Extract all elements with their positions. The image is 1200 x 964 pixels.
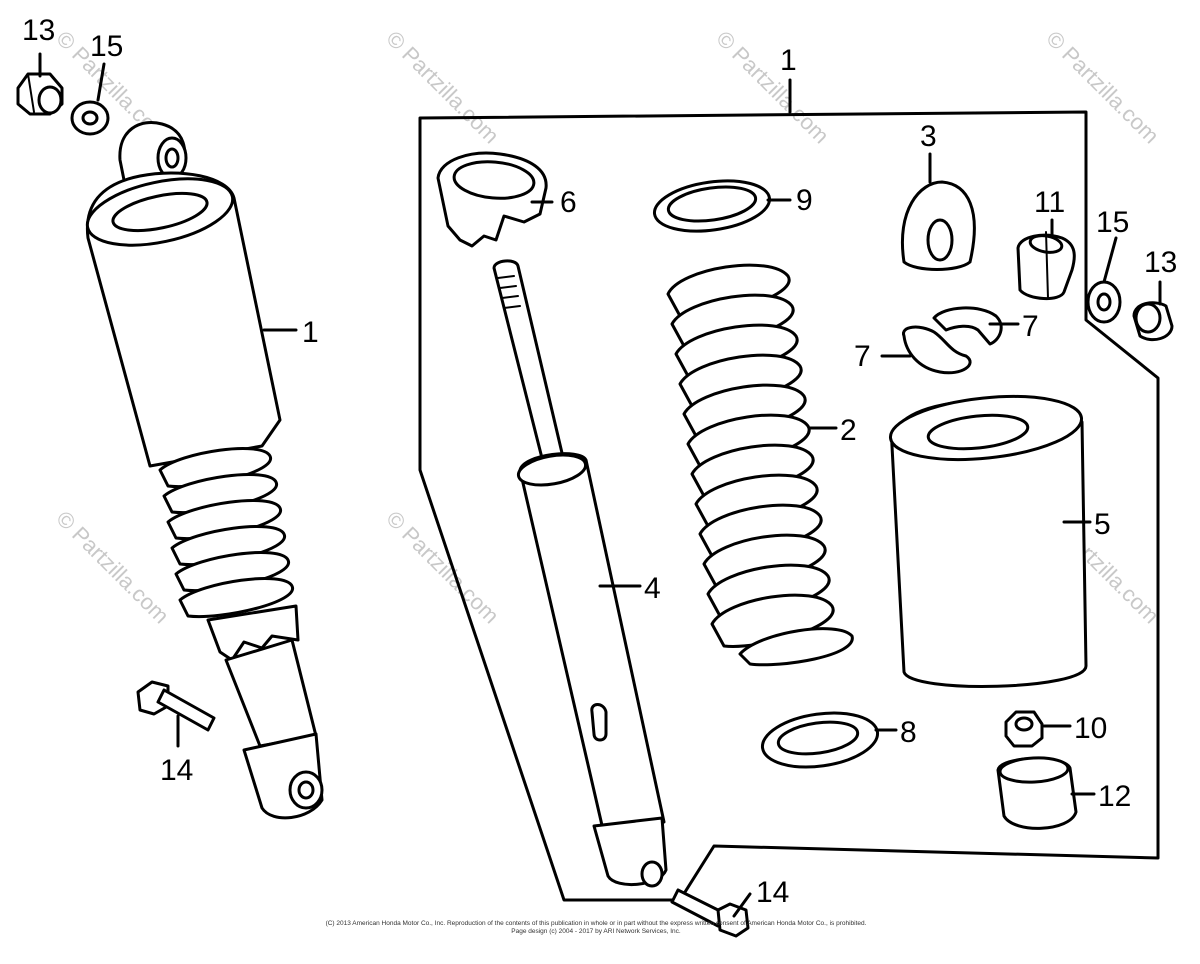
callout-bottom-14: 14 [756,876,789,909]
callout-left-14: 14 [160,754,193,787]
leader-lines [38,52,1162,918]
watermark: © Partzilla.com [381,26,504,149]
watermark: © Partzilla.com [381,506,504,629]
callout-part-6: 6 [560,186,577,219]
part-11-collar [1016,231,1076,300]
assembly-group-outline [418,110,1160,902]
callout-left-15: 15 [90,30,123,63]
callout-part-7a: 7 [1022,310,1039,343]
part-6-shape [436,151,548,248]
part-7-collets [902,306,1003,375]
callout-part-7b: 7 [854,340,871,373]
callout-part-8: 8 [900,716,917,749]
callout-labels: 13 15 1 14 1 6 9 3 11 15 13 7 7 2 5 4 8 … [22,14,1177,909]
visible-spring-coils [158,447,294,619]
washer-left [70,100,110,136]
bolt-bottom [670,888,750,938]
part-5-cover [888,395,1088,688]
callout-part-11: 11 [1034,186,1065,219]
callout-part-2: 2 [840,414,857,447]
part-10-nut [1004,710,1044,748]
cap-nut-left [16,72,64,116]
callout-part-12: 12 [1098,780,1131,813]
callout-right-13: 13 [1144,246,1177,279]
part-3-bushing [901,180,976,271]
cap-nut-right [1132,301,1174,342]
assembled-shock-absorber [16,72,324,820]
callout-top-1: 1 [780,44,797,77]
part-9-spring-seat [652,179,772,233]
callout-left-13: 13 [22,14,55,47]
washer-right [1086,280,1122,324]
callout-part-10: 10 [1074,712,1107,745]
callout-right-15: 15 [1096,206,1129,239]
copyright-footer: (C) 2013 American Honda Motor Co., Inc. … [326,920,867,935]
part-2-spring [666,263,854,667]
callout-part-9: 9 [796,184,813,217]
watermark: © Partzilla.com [1041,26,1164,149]
callout-part-3: 3 [920,120,937,153]
callout-part-4: 4 [644,572,661,605]
watermark: © Partzilla.com [711,26,834,149]
callout-part-5: 5 [1094,508,1111,541]
part-12-bushing [996,756,1078,830]
part-4-damper [492,259,668,888]
part-8-spring-seat [760,711,880,769]
watermark: © Partzilla.com [51,506,174,629]
copyright-line-1: (C) 2013 American Honda Motor Co., Inc. … [326,920,867,927]
callout-left-1: 1 [302,316,319,349]
copyright-line-2: Page design (c) 2004 - 2017 by ARI Netwo… [511,928,681,935]
bolt-left [136,680,216,732]
